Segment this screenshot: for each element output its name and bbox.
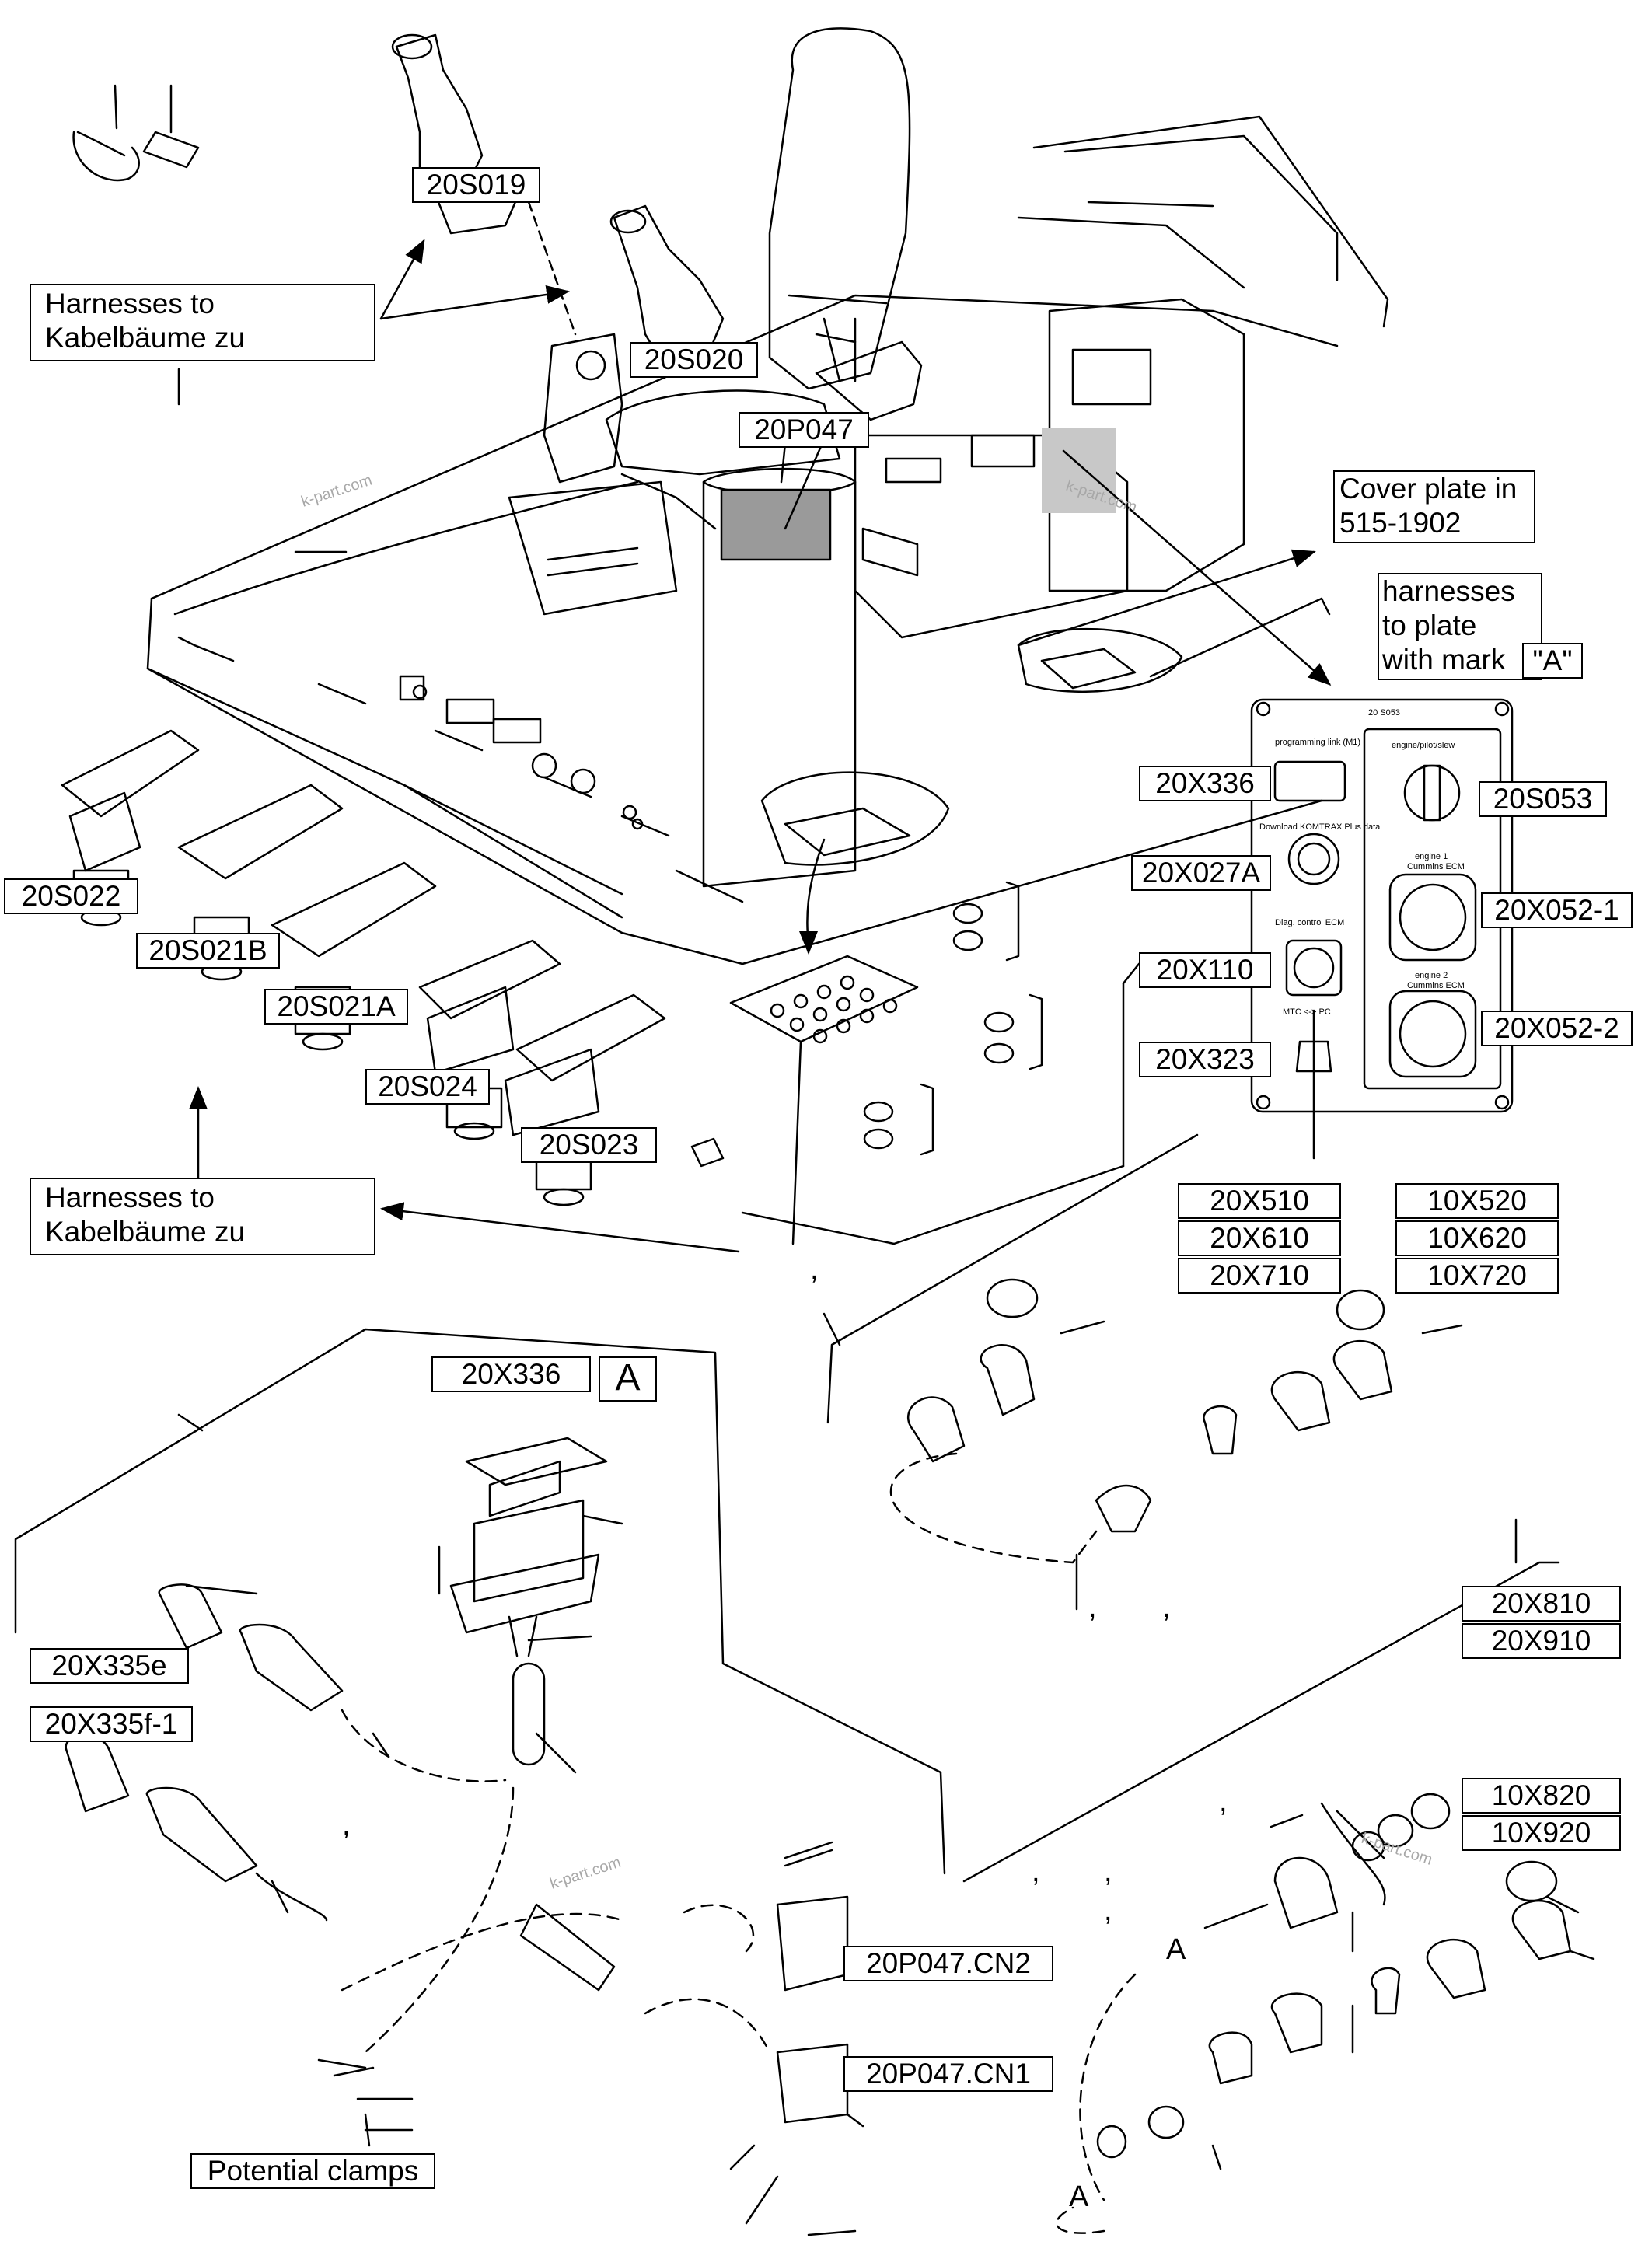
label-20x810: 20X810 [1462,1586,1621,1622]
grommet-plugs [863,881,1043,1156]
label-20x027a: 20X027A [1131,855,1271,891]
label-20s019: 20S019 [412,167,540,203]
watermark: k-part.com [299,472,375,511]
label-20s021b: 20S021B [136,933,280,969]
label-10x820: 10X820 [1462,1778,1621,1814]
label-20x052-2: 20X052-2 [1481,1011,1633,1046]
note-line: Cover plate in [1339,473,1518,505]
panel-text-mtc: MTC <-> PC [1283,1007,1331,1017]
connector-detail-20x510 [823,1133,1463,1611]
note-line: with mark [1382,644,1506,676]
panel-text-engine2: engine 2 [1415,971,1448,980]
comma-mark: , [1219,1786,1228,1818]
panel-text-engine2b: Cummins ECM [1407,981,1465,990]
label-20s053: 20S053 [1479,781,1607,817]
comma-mark: , [1104,1894,1112,1927]
plate-mark-note: harnesses to plate with mark [1378,573,1542,680]
comma-mark: , [1104,1856,1112,1888]
note-line: Harnesses to [45,288,215,319]
comma-mark: , [1032,1856,1040,1888]
label-10x920: 10X920 [1462,1815,1621,1851]
panel-text-download: Download KOMTRAX Plus data [1259,822,1381,832]
note-line: Kabelbäume zu [45,322,246,354]
label-20p047: 20P047 [739,412,869,448]
panel-text-engine-ctrl: engine/pilot/slew [1392,741,1455,750]
grommet-plate [729,955,919,1044]
label-20x110: 20X110 [1139,952,1271,988]
label-20p047-cn2: 20P047.CN2 [843,1946,1053,1981]
label-20x336: 20X336 [1139,766,1271,801]
label-10x620: 10X620 [1395,1220,1559,1256]
label-20x335e: 20X335e [30,1648,189,1684]
display-screen [720,488,832,561]
left-armrest [543,333,623,484]
comma-mark: , [342,1809,351,1842]
joystick-top [391,33,530,235]
label-20s023: 20S023 [521,1127,657,1163]
pedal-20s023 [504,993,666,1206]
label-20x052-1: 20X052-1 [1481,892,1633,928]
note-line: Kabelbäume zu [45,1216,246,1248]
panel-text-diag: Diag. control ECM [1275,918,1344,927]
comma-mark: , [810,1253,819,1286]
operator-seat [605,27,923,530]
panel-text-engine1: engine 1 [1415,852,1448,861]
label-20s024: 20S024 [365,1069,490,1105]
note-line: harnesses [1382,575,1515,607]
label-a-box: A [599,1356,657,1402]
harnesses-note-bottom: Harnesses to Kabelbäume zu [30,1178,375,1255]
interface-panel [1250,698,1514,1113]
label-20x910: 20X910 [1462,1623,1621,1659]
panel-text-engine1b: Cummins ECM [1407,862,1465,871]
plate-mark-tag: "A" [1522,643,1583,679]
small-switch [690,1137,725,1168]
label-10x720: 10X720 [1395,1258,1559,1294]
cover-plate-note: Cover plate in 515-1902 [1333,470,1535,543]
note-line: 515-1902 [1339,507,1462,539]
hatch-plate-2 [760,771,950,866]
cable-tie-icon [72,84,200,182]
connector-detail-20x810 [962,1518,1595,2234]
label-20x323: 20X323 [1139,1042,1271,1077]
mark-a: A [1069,2180,1089,2213]
label-20x335f-1: 20X335f-1 [30,1706,193,1742]
note-line: Harnesses to [45,1182,215,1213]
label-20s020: 20S020 [630,342,758,378]
comma-mark: , [1088,1591,1097,1624]
label-20x610: 20X610 [1178,1220,1341,1256]
label-20s021a: 20S021A [264,989,408,1025]
side-panel [399,480,678,830]
watermark: k-part.com [548,1854,623,1893]
comma-mark: , [1162,1591,1171,1624]
label-20s022: 20S022 [4,878,138,914]
watermark: k-part.com [1359,1830,1434,1869]
note-line: to plate [1382,609,1477,641]
harnesses-note-top: Harnesses to Kabelbäume zu [30,284,375,361]
connector-detail-20x336 [14,1328,946,2236]
panel-text-prog: programming link (M1) [1275,738,1360,747]
mark-a: A [1166,1933,1186,1966]
panel-text-top: 20 S053 [1368,708,1400,718]
label-20x510: 20X510 [1178,1183,1341,1219]
label-10x520: 10X520 [1395,1183,1559,1219]
label-20p047-cn1: 20P047.CN1 [843,2056,1053,2092]
label-20x336-detail: 20X336 [431,1356,591,1392]
label-20x710: 20X710 [1178,1258,1341,1294]
potential-clamps-note: Potential clamps [190,2153,435,2189]
